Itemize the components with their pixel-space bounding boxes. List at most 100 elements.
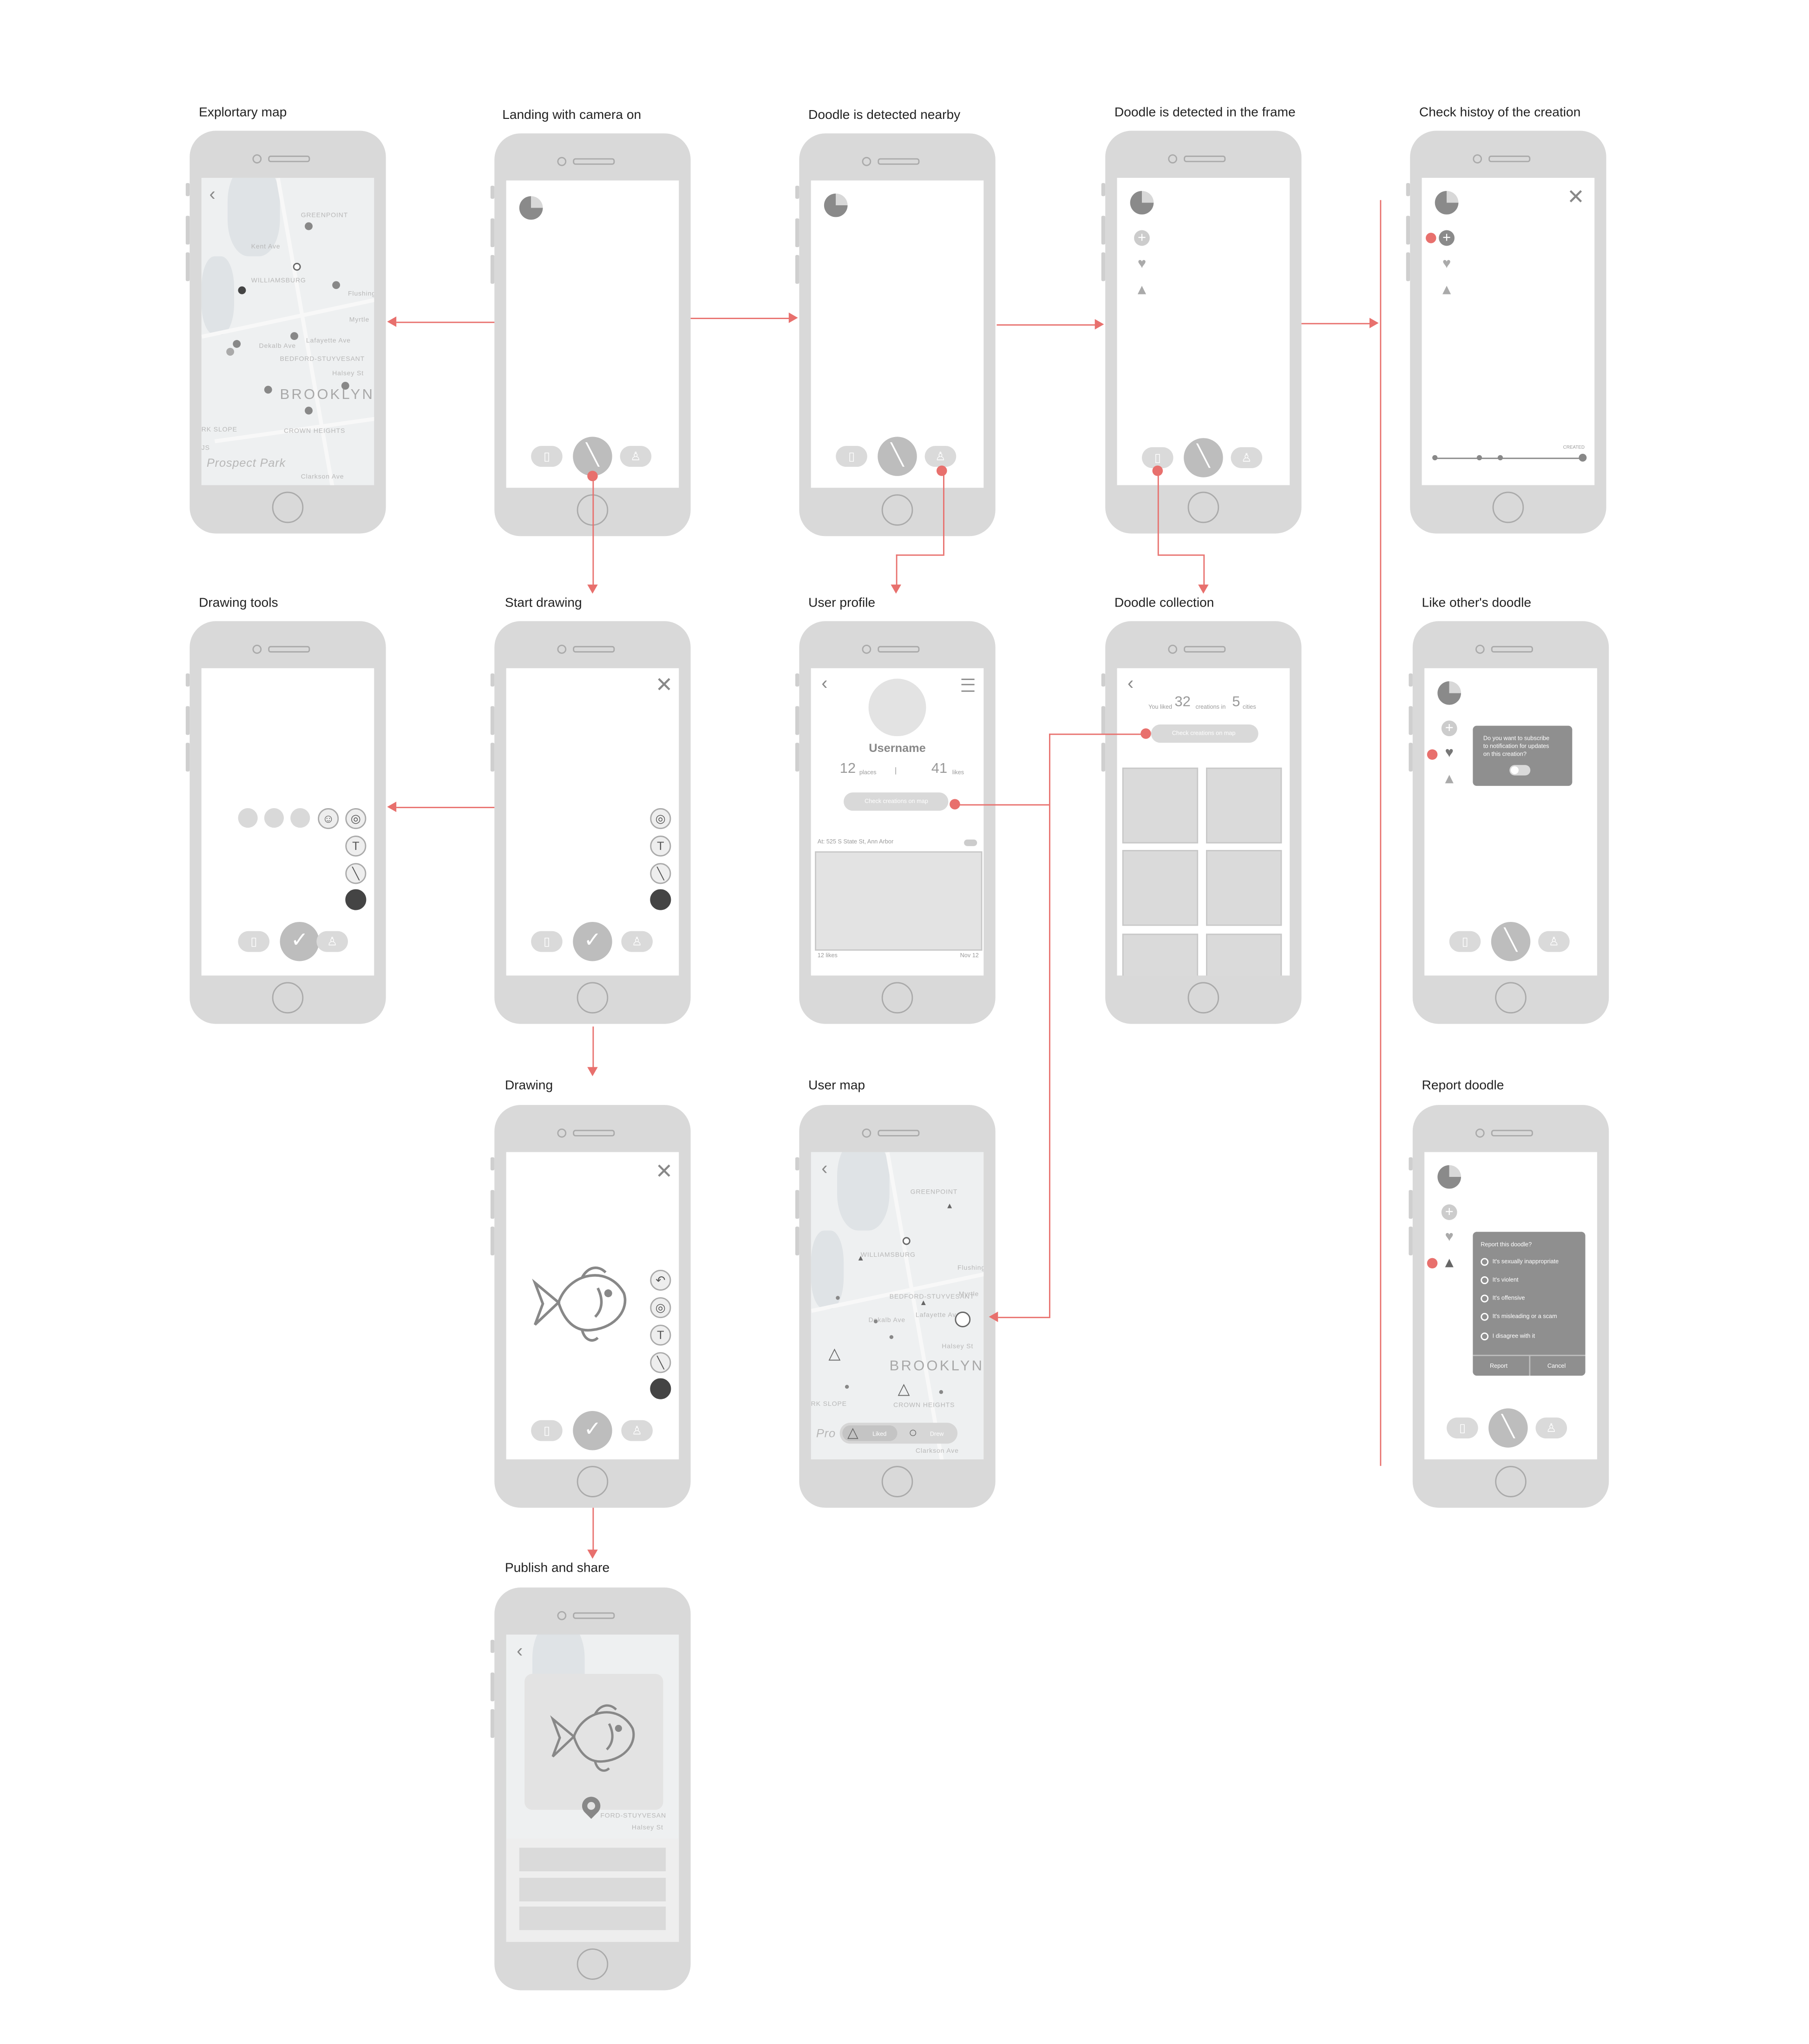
doodle-thumbnail[interactable] xyxy=(1122,850,1199,926)
plus-icon[interactable]: + xyxy=(1441,720,1457,737)
liked-marker[interactable]: △ xyxy=(828,1344,841,1363)
toggle[interactable] xyxy=(964,839,977,846)
map-filter-toggle[interactable]: △ Liked ○ Drew xyxy=(839,1423,958,1444)
home-button[interactable] xyxy=(1492,491,1524,523)
report-option[interactable]: It's offensive xyxy=(1492,1294,1525,1301)
timeline-handle[interactable] xyxy=(1579,454,1587,462)
draw-button[interactable]: ╲ xyxy=(1488,1408,1528,1448)
profile-button[interactable]: ♙ xyxy=(1231,447,1263,468)
home-button[interactable] xyxy=(577,494,609,526)
back-chevron-icon[interactable]: ‹ xyxy=(821,1157,828,1178)
filter-drew[interactable]: ○ Drew xyxy=(903,1425,955,1441)
share-option[interactable] xyxy=(519,1907,666,1930)
color-picker-icon[interactable] xyxy=(345,889,367,910)
profile-button[interactable]: ♙ xyxy=(1535,1417,1567,1439)
confirm-button[interactable]: ✓ xyxy=(573,921,612,961)
drew-marker[interactable] xyxy=(836,1296,840,1300)
doodle-thumbnail[interactable] xyxy=(1122,767,1199,844)
doodle-thumbnail[interactable] xyxy=(1206,934,1282,976)
doodle-marker[interactable] xyxy=(341,382,349,390)
doodle-marker[interactable] xyxy=(238,286,246,294)
doodle-thumbnail[interactable] xyxy=(1206,850,1282,926)
cancel-button[interactable]: Cancel xyxy=(1547,1362,1566,1369)
warning-icon[interactable]: ▲ xyxy=(1442,771,1456,787)
text-icon[interactable]: T xyxy=(650,1325,671,1346)
doodle-marker[interactable] xyxy=(305,222,313,230)
bookmark-button[interactable]: ▯ xyxy=(531,1420,563,1441)
home-button[interactable] xyxy=(1187,982,1219,1014)
bookmark-button[interactable]: ▯ xyxy=(1447,1417,1478,1439)
pen-icon[interactable]: ╲ xyxy=(650,863,671,884)
menu-icon[interactable] xyxy=(961,679,975,692)
filter-liked[interactable]: △ Liked xyxy=(842,1425,898,1441)
report-option[interactable]: It's sexually inappropriate xyxy=(1492,1258,1559,1265)
canvas[interactable]: ✕ ↶ ◎ T ╲ ▯ ✓ ♙ xyxy=(506,1152,679,1460)
home-button[interactable] xyxy=(881,494,913,526)
bookmark-button[interactable]: ▯ xyxy=(1449,931,1481,952)
share-option[interactable] xyxy=(519,1848,666,1872)
plus-icon[interactable]: + xyxy=(1441,1204,1457,1220)
home-button[interactable] xyxy=(272,982,304,1014)
report-option[interactable]: It's misleading or a scam xyxy=(1492,1313,1557,1319)
bookmark-button[interactable]: ▯ xyxy=(531,931,563,952)
heart-icon[interactable]: ♥ xyxy=(1445,1229,1454,1245)
heart-icon[interactable]: ♥ xyxy=(1442,256,1451,272)
report-option-radio[interactable] xyxy=(1481,1276,1489,1284)
home-button[interactable] xyxy=(1495,1466,1527,1497)
profile-button[interactable]: ♙ xyxy=(621,931,653,952)
drew-marker[interactable] xyxy=(845,1384,849,1389)
sticker-option[interactable] xyxy=(290,808,310,828)
doodle-thumbnail[interactable] xyxy=(1122,934,1199,976)
home-button[interactable] xyxy=(881,982,913,1014)
canvas[interactable]: ✕ ◎ T ╲ ▯ ✓ ♙ xyxy=(506,668,679,976)
heart-icon[interactable]: ♥ xyxy=(1137,256,1147,272)
warning-icon[interactable]: ▲ xyxy=(1442,1255,1456,1271)
drew-marker[interactable] xyxy=(939,1390,944,1394)
home-button[interactable] xyxy=(1495,982,1527,1014)
sticker-tool-icon[interactable]: ◎ xyxy=(650,808,671,829)
close-icon[interactable]: ✕ xyxy=(1567,187,1585,209)
doodle-thumbnail[interactable] xyxy=(1206,767,1282,844)
back-chevron-icon[interactable]: ‹ xyxy=(517,1639,523,1661)
bookmark-button[interactable]: ▯ xyxy=(1142,447,1173,468)
sticker-tool-icon[interactable]: ◎ xyxy=(650,1297,671,1319)
back-chevron-icon[interactable]: ‹ xyxy=(1127,672,1134,693)
report-option-radio[interactable] xyxy=(1481,1332,1489,1340)
share-option[interactable] xyxy=(519,1878,666,1901)
liked-marker[interactable]: ▲ xyxy=(919,1300,928,1308)
home-button[interactable] xyxy=(1187,491,1219,523)
report-option-radio[interactable] xyxy=(1481,1258,1489,1266)
report-button[interactable]: Report xyxy=(1489,1362,1508,1369)
map-screen[interactable]: ‹ GREENPOINT WILLIAMSBURG BEDFORD-STUYVE… xyxy=(811,1152,984,1460)
drew-marker-selected[interactable] xyxy=(955,1312,971,1327)
doodle-marker[interactable] xyxy=(332,281,341,289)
report-option[interactable]: It's violent xyxy=(1492,1276,1519,1283)
profile-button[interactable]: ♙ xyxy=(620,446,652,467)
sticker-option[interactable] xyxy=(264,808,284,828)
history-timeline[interactable] xyxy=(1435,457,1584,459)
liked-marker[interactable]: ▲ xyxy=(857,1255,865,1263)
profile-button[interactable]: ♙ xyxy=(1538,931,1570,952)
pen-icon[interactable]: ╲ xyxy=(650,1352,671,1373)
close-icon[interactable]: ✕ xyxy=(655,674,673,697)
bookmark-button[interactable]: ▯ xyxy=(238,931,270,952)
color-picker-icon[interactable] xyxy=(650,889,671,910)
liked-marker[interactable]: ▲ xyxy=(945,1203,954,1211)
canvas[interactable]: ☺ ◎ T ╲ ▯ ✓ ♙ xyxy=(201,668,374,976)
profile-button[interactable]: ♙ xyxy=(621,1420,653,1441)
doodle-marker[interactable] xyxy=(305,406,313,415)
drew-marker[interactable] xyxy=(873,1319,878,1324)
report-option-radio[interactable] xyxy=(1481,1313,1489,1321)
sticker-icon[interactable]: ☺ xyxy=(318,808,339,829)
home-button[interactable] xyxy=(577,1948,609,1980)
profile-button[interactable]: ♙ xyxy=(924,446,957,467)
bookmark-button[interactable]: ▯ xyxy=(836,446,867,467)
timeline-point[interactable] xyxy=(1497,455,1503,461)
doodle-marker[interactable] xyxy=(290,332,298,340)
plus-icon[interactable]: + xyxy=(1134,230,1150,246)
subscribe-toggle[interactable] xyxy=(1509,765,1531,776)
warning-icon[interactable]: ▲ xyxy=(1134,282,1149,298)
check-creations-button[interactable]: Check creations on map xyxy=(844,792,949,811)
bookmark-button[interactable]: ▯ xyxy=(531,446,563,467)
home-button[interactable] xyxy=(272,491,304,523)
